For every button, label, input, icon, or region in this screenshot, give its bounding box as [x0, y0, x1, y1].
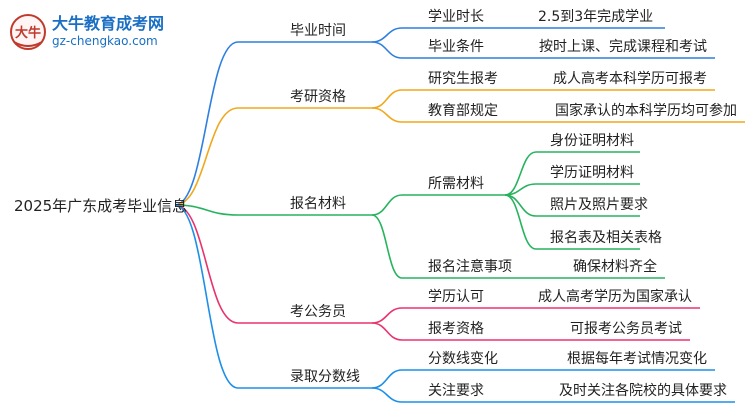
sub-branch-connector — [371, 194, 505, 216]
leaf-label: 照片及照片要求 — [550, 197, 648, 213]
sub-branch-label: 毕业条件 — [428, 39, 484, 55]
leaf-label: 根据每年考试情况变化 — [567, 351, 707, 367]
svg-text:大牛: 大牛 — [15, 25, 41, 41]
sub-branch-label: 学业时长 — [428, 9, 484, 25]
leaf-label: 身份证明材料 — [550, 133, 634, 149]
sub-branch-connector — [371, 41, 530, 59]
branch-connector — [174, 204, 372, 216]
sub-branch-label: 报考资格 — [428, 321, 484, 337]
sub-branch-connector — [371, 214, 530, 279]
sub-branch-connector — [371, 307, 530, 324]
branch-label: 考公务员 — [290, 304, 346, 320]
branch-connector — [174, 107, 372, 206]
sub-branch-label: 分数线变化 — [428, 351, 498, 367]
site-logo: 大牛 大牛教育成考网 gz-chengkao.com — [8, 12, 168, 52]
leaf-label: 可报考公务员考试 — [570, 321, 682, 337]
sub-branch-connector — [371, 107, 530, 123]
branch-label: 毕业时间 — [290, 23, 346, 39]
sub-branch-connector — [371, 27, 530, 43]
sub-branch-connector — [371, 387, 530, 403]
leaf-connector — [504, 151, 640, 196]
branch-label: 考研资格 — [290, 89, 346, 105]
sub-branch-label: 学历认可 — [428, 289, 484, 305]
branch-connector — [174, 204, 372, 324]
branch-label: 录取分数线 — [290, 369, 360, 385]
sub-branch-connector — [371, 369, 530, 389]
leaf-label: 确保材料齐全 — [573, 259, 657, 275]
sub-branch-label: 关注要求 — [428, 383, 484, 399]
branch-connector — [174, 204, 372, 389]
sub-branch-label: 报名注意事项 — [428, 259, 512, 275]
sub-branch-label: 研究生报考 — [428, 71, 498, 87]
sub-branch-connector — [371, 322, 530, 341]
leaf-connector — [504, 183, 640, 196]
leaf-label: 成人高考本科学历可报考 — [553, 71, 707, 87]
sub-branch-label: 所需材料 — [428, 176, 484, 192]
sub-branch-label: 教育部规定 — [428, 103, 498, 119]
leaf-label: 2.5到3年完成学业 — [538, 9, 654, 25]
leaf-label: 按时上课、完成课程和考试 — [539, 39, 707, 55]
sub-branch-connector — [371, 89, 530, 109]
logo-mark-icon: 大牛 — [10, 14, 46, 50]
leaf-label: 国家承认的本科学历均可参加 — [555, 103, 737, 119]
leaf-label: 及时关注各院校的具体要求 — [559, 383, 727, 399]
branch-label: 报名材料 — [290, 196, 346, 212]
root-node-label: 2025年广东成考毕业信息 — [14, 197, 188, 215]
logo-title: 大牛教育成考网 — [52, 14, 165, 33]
logo-url: gz-chengkao.com — [52, 34, 158, 48]
leaf-label: 学历证明材料 — [550, 165, 634, 181]
leaf-label: 报名表及相关表格 — [550, 230, 662, 246]
branch-connector — [174, 41, 372, 206]
leaf-label: 成人高考学历为国家承认 — [538, 289, 692, 305]
leaf-connector — [504, 194, 640, 250]
